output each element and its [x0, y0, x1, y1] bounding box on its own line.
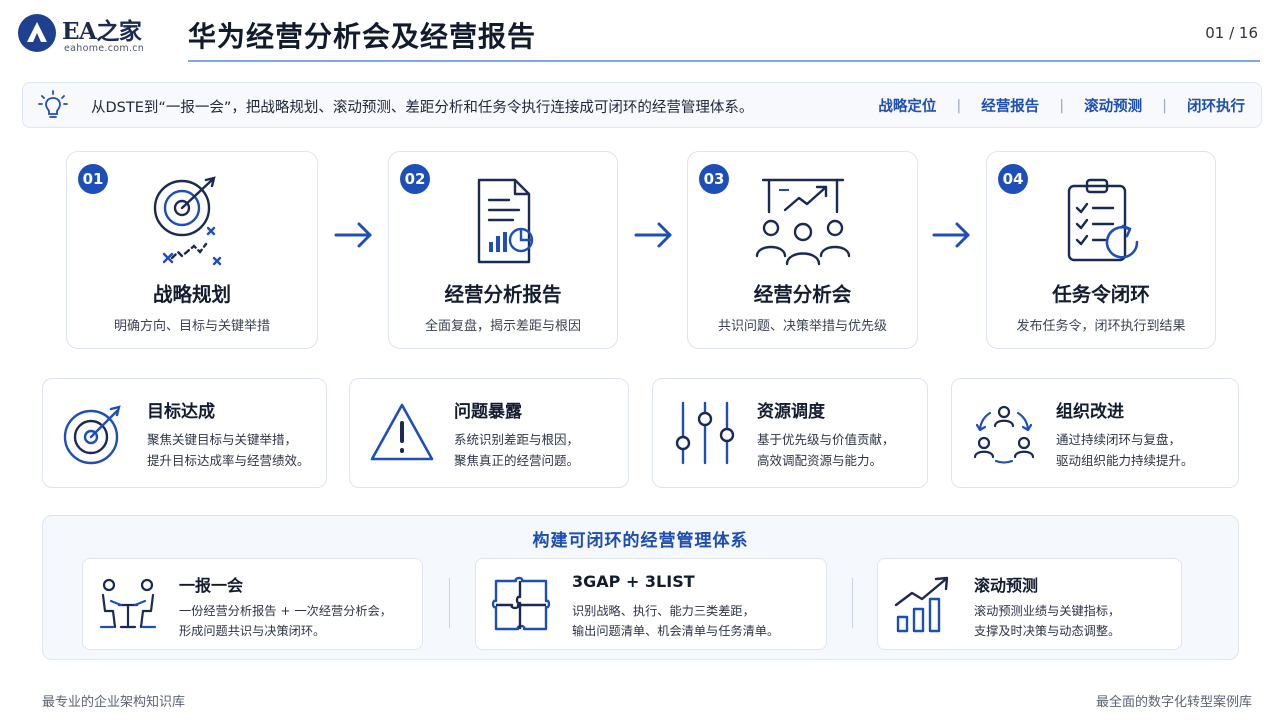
step-subtitle: 发布任务令，闭环执行到结果: [1016, 319, 1186, 334]
puzzle-icon: [490, 575, 552, 635]
step-card-report[interactable]: 02 经营分析报告 全面复盘，揭示差距与根因: [388, 151, 618, 349]
system-desc-line: 识别战略、执行、能力三类差距，: [572, 604, 755, 618]
section-divider: [852, 578, 853, 628]
system-card-rolling-forecast[interactable]: 滚动预测 滚动预测业绩与关键指标， 支撑及时决策与动态调整。: [877, 558, 1182, 650]
logo-url: eahome.com.cn: [64, 43, 145, 54]
checklist-cycle-icon: [1051, 176, 1151, 272]
system-desc-line: 支撑及时决策与动态调整。: [974, 624, 1121, 638]
step-card-task-order[interactable]: 04 任务令闭环 发布任务令，闭环执行到结果: [986, 151, 1216, 349]
logo[interactable]: EA之家 eahome.com.cn: [18, 12, 158, 56]
arrow-right-icon: [332, 218, 376, 252]
lightbulb-icon: [37, 89, 69, 123]
system-desc-line: 形成问题共识与决策闭环。: [179, 624, 326, 638]
step-card-meeting[interactable]: 03 经营分析会 共识问题、决策举措与优先级: [687, 151, 918, 349]
banner-link-execution[interactable]: 闭环执行: [1187, 99, 1245, 115]
footer-left-tagline: 最专业的企业架构知识库: [42, 695, 186, 710]
outcome-description: 基于优先级与价值贡献， 高效调配资源与能力。: [757, 429, 895, 471]
arrow-right-icon: [930, 218, 974, 252]
banner-link-forecast[interactable]: 滚动预测: [1084, 99, 1143, 115]
footer-right-tagline: 最全面的数字化转型案例库: [1095, 695, 1252, 710]
step-number: 04: [998, 164, 1028, 194]
system-card-title: 滚动预测: [974, 576, 1039, 595]
outcome-title: 问题暴露: [454, 402, 522, 422]
step-subtitle: 明确方向、目标与关键举措: [113, 319, 270, 334]
link-separator: |: [1059, 97, 1065, 114]
step-title: 经营分析会: [753, 283, 852, 306]
banner-text: 从DSTE到“一报一会”，把战略规划、滚动预测、差距分析和任务令执行连接成可闭环…: [91, 100, 754, 116]
outcome-desc-line: 驱动组织能力持续提升。: [1056, 453, 1194, 468]
system-desc-line: 滚动预测业绩与关键指标，: [974, 604, 1121, 618]
system-card-description: 滚动预测业绩与关键指标， 支撑及时决策与动态调整。: [974, 601, 1120, 641]
warning-icon: [368, 399, 436, 467]
system-card-description: 识别战略、执行、能力三类差距， 输出问题清单、机会清单与任务清单。: [572, 601, 779, 641]
step-number: 01: [78, 164, 108, 194]
page-title: 华为经营分析会及经营报告: [188, 20, 537, 53]
page-indicator: 01 / 16: [1205, 24, 1258, 42]
closed-loop-system-panel: 构建可闭环的经营管理体系: [42, 515, 1239, 660]
step-title: 任务令闭环: [1052, 283, 1150, 306]
step-number: 02: [400, 164, 430, 194]
link-separator: |: [1162, 97, 1167, 114]
outcome-card-issues[interactable]: 问题暴露 系统识别差距与根因， 聚焦真正的经营问题。: [349, 378, 629, 488]
step-number: 03: [699, 164, 729, 194]
banner-link-strategy[interactable]: 战略定位: [878, 99, 937, 115]
banner-links: 战略定位 | 经营报告 | 滚动预测 | 闭环执行: [878, 95, 1245, 116]
system-card-description: 一份经营分析报告 + 一次经营分析会， 形成问题共识与决策闭环。: [179, 601, 392, 641]
outcome-desc-line: 系统识别差距与根因，: [454, 432, 580, 447]
logo-brand: EA之家: [62, 18, 142, 45]
outcome-desc-line: 提升目标达成率与经营绩效。: [147, 453, 310, 468]
target-icon: [61, 399, 129, 467]
outcome-desc-line: 通过持续闭环与复盘，: [1056, 432, 1182, 447]
logo-mark-icon: [18, 14, 56, 52]
section-divider: [449, 578, 450, 628]
outcome-description: 通过持续闭环与复盘， 驱动组织能力持续提升。: [1056, 429, 1194, 471]
sliders-icon: [671, 399, 739, 467]
system-card-3gap-3list[interactable]: 3GAP + 3LIST 识别战略、执行、能力三类差距， 输出问题清单、机会清单…: [475, 558, 827, 650]
team-cycle-icon: [970, 399, 1038, 467]
section-title: 构建可闭环的经营管理体系: [532, 531, 749, 551]
outcome-desc-line: 高效调配资源与能力。: [757, 453, 883, 468]
report-document-icon: [453, 176, 553, 272]
outcome-card-organization[interactable]: 组织改进 通过持续闭环与复盘， 驱动组织能力持续提升。: [951, 378, 1239, 488]
summary-banner: 从DSTE到“一报一会”，把战略规划、滚动预测、差距分析和任务令执行连接成可闭环…: [22, 82, 1262, 128]
step-card-strategy[interactable]: 01 战略规划 明确方向、目标与关键举措: [66, 151, 318, 349]
outcome-title: 目标达成: [147, 402, 215, 422]
target-strategy-icon: [142, 176, 242, 272]
step-subtitle: 全面复盘，揭示差距与根因: [424, 319, 581, 334]
banner-link-report[interactable]: 经营报告: [981, 99, 1040, 115]
step-title: 战略规划: [152, 283, 231, 306]
outcome-title: 资源调度: [757, 402, 825, 422]
step-title: 经营分析报告: [444, 283, 562, 306]
system-desc-line: 输出问题清单、机会清单与任务清单。: [572, 624, 780, 638]
outcome-desc-line: 聚焦真正的经营问题。: [454, 453, 580, 468]
link-separator: |: [956, 97, 962, 114]
outcome-description: 聚焦关键目标与关键举措， 提升目标达成率与经营绩效。: [147, 429, 310, 471]
system-card-title: 一报一会: [179, 576, 244, 595]
header: EA之家 eahome.com.cn 华为经营分析会及经营报告 01 / 16: [0, 0, 1280, 64]
system-desc-line: 一份经营分析报告 + 一次经营分析会，: [179, 604, 392, 618]
outcome-description: 系统识别差距与根因， 聚焦真正的经营问题。: [454, 429, 579, 471]
growth-chart-icon: [892, 575, 954, 635]
outcome-desc-line: 基于优先级与价值贡献，: [757, 432, 895, 447]
outcome-desc-line: 聚焦关键目标与关键举措，: [147, 432, 298, 447]
arrow-right-icon: [632, 218, 676, 252]
outcome-card-resources[interactable]: 资源调度 基于优先级与价值贡献， 高效调配资源与能力。: [652, 378, 928, 488]
outcome-card-goal[interactable]: 目标达成 聚焦关键目标与关键举措， 提升目标达成率与经营绩效。: [42, 378, 327, 488]
step-subtitle: 共识问题、决策举措与优先级: [717, 319, 887, 334]
meeting-presentation-icon: [753, 176, 853, 272]
header-divider: [188, 60, 1260, 62]
system-card-title: 3GAP + 3LIST: [572, 572, 695, 591]
system-card-one-report-one-meeting[interactable]: 一报一会 一份经营分析报告 + 一次经营分析会， 形成问题共识与决策闭环。: [82, 558, 423, 650]
outcome-title: 组织改进: [1056, 402, 1124, 422]
meeting-table-icon: [97, 575, 159, 635]
